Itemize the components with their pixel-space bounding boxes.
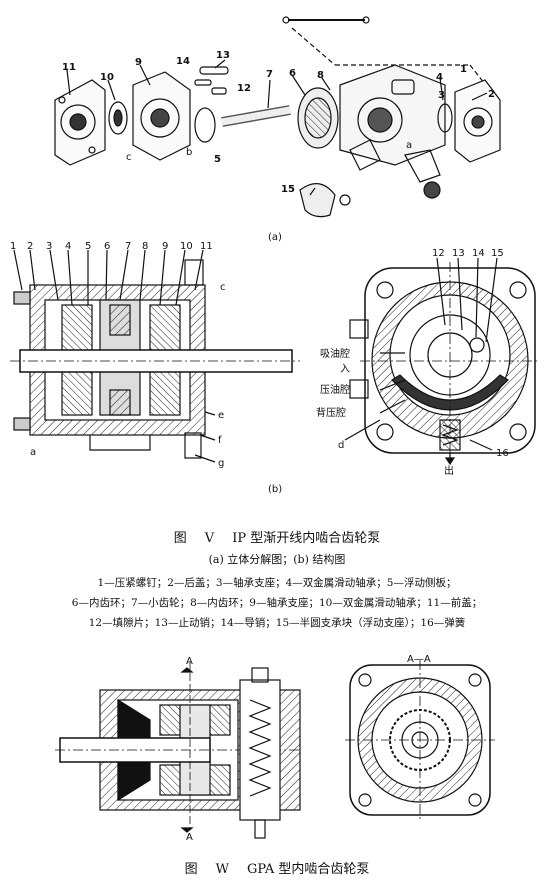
exploded-label: 6 [289,68,296,79]
cross-section [344,257,540,466]
side-letter: c [220,282,226,293]
side-letter: g [218,458,224,469]
port-label-backpressure: 背压腔 [316,406,346,419]
exploded-label: b [186,147,192,158]
exploded-label: a [406,140,412,151]
part-number: 7 [125,241,131,252]
side-letter: e [218,410,224,421]
part-number: 1 [10,241,16,252]
part-number: 4 [65,241,71,252]
port-label-pressure: 压油腔 [320,383,350,396]
exploded-label: 4 [436,72,443,83]
subfigure-label-a: (a) [268,232,282,243]
exploded-label: 7 [266,69,273,80]
side-letter: f [218,435,222,446]
exploded-label: 1 [460,64,467,75]
part-number: 6 [104,241,110,252]
caption-prefix: 图 [184,862,198,877]
part-number: 12 [432,248,445,259]
figure-v-subcaption: (a) 立体分解图；(b) 结构图 [208,553,346,566]
cross-label-d: d [338,440,344,451]
exploded-label: 2 [488,89,495,100]
caption-numeral: W [215,862,229,877]
caption-numeral: V [204,531,215,546]
part-number: 16 [496,448,509,459]
exploded-label: 14 [176,56,190,67]
part-number: 15 [491,248,504,259]
part-number: 11 [200,241,213,252]
exploded-label: 8 [317,70,324,81]
caption-prefix: 图 [173,531,187,546]
figure-w-caption: 图 W GPA 型内啮合齿轮泵 [0,858,554,877]
port-label-suction: 吸油腔 [320,347,350,360]
subfigure-label-b: (b) [268,484,282,495]
gpa-cross-section [345,660,495,820]
side-letter: a [30,447,36,458]
section-mark-top: A [186,656,193,667]
exploded-label: 9 [135,57,142,68]
part-number: 9 [162,241,168,252]
part-number: 10 [180,241,193,252]
exploded-label: 5 [214,154,221,165]
part-number: 8 [142,241,148,252]
exploded-label: 12 [237,83,251,94]
exploded-label: 10 [100,72,114,83]
exploded-view [54,16,501,218]
exploded-label: 11 [62,62,76,73]
part-number: 3 [46,241,52,252]
section-mark-bottom: A [186,832,193,843]
caption-title: IP 型渐开线内啮合齿轮泵 [232,531,381,546]
exploded-label: 13 [216,50,230,61]
port-label-outlet: 出 [444,464,454,477]
part-number: 5 [85,241,91,252]
legend-line: 1—压紧螺钉；2—后盖；3—轴承支座；4—双金属滑动轴承；5—浮动侧板； [97,577,457,589]
longitudinal-section [10,249,300,463]
exploded-label: 15 [281,184,295,195]
legend-line: 6—内齿环；7—小齿轮；8—内齿环；9—轴承支座；10—双金属滑动轴承；11—前… [71,597,483,609]
part-number: 13 [452,248,465,259]
section-view-label: A—A [407,654,431,665]
caption-title: GPA 型内啮合齿轮泵 [246,862,370,877]
gpa-longitudinal-section [55,662,301,839]
exploded-label: 3 [438,90,445,101]
port-label-inlet: 入 [340,364,350,375]
figure-v-caption: 图 V IP 型渐开线内啮合齿轮泵 [0,527,554,546]
exploded-label: c [126,152,132,163]
part-number: 14 [472,248,485,259]
legend-line: 12—填隙片；13—止动销；14—导销；15—半圆支承块（浮动支座）；16—弹簧 [88,617,466,629]
part-number: 2 [27,241,33,252]
